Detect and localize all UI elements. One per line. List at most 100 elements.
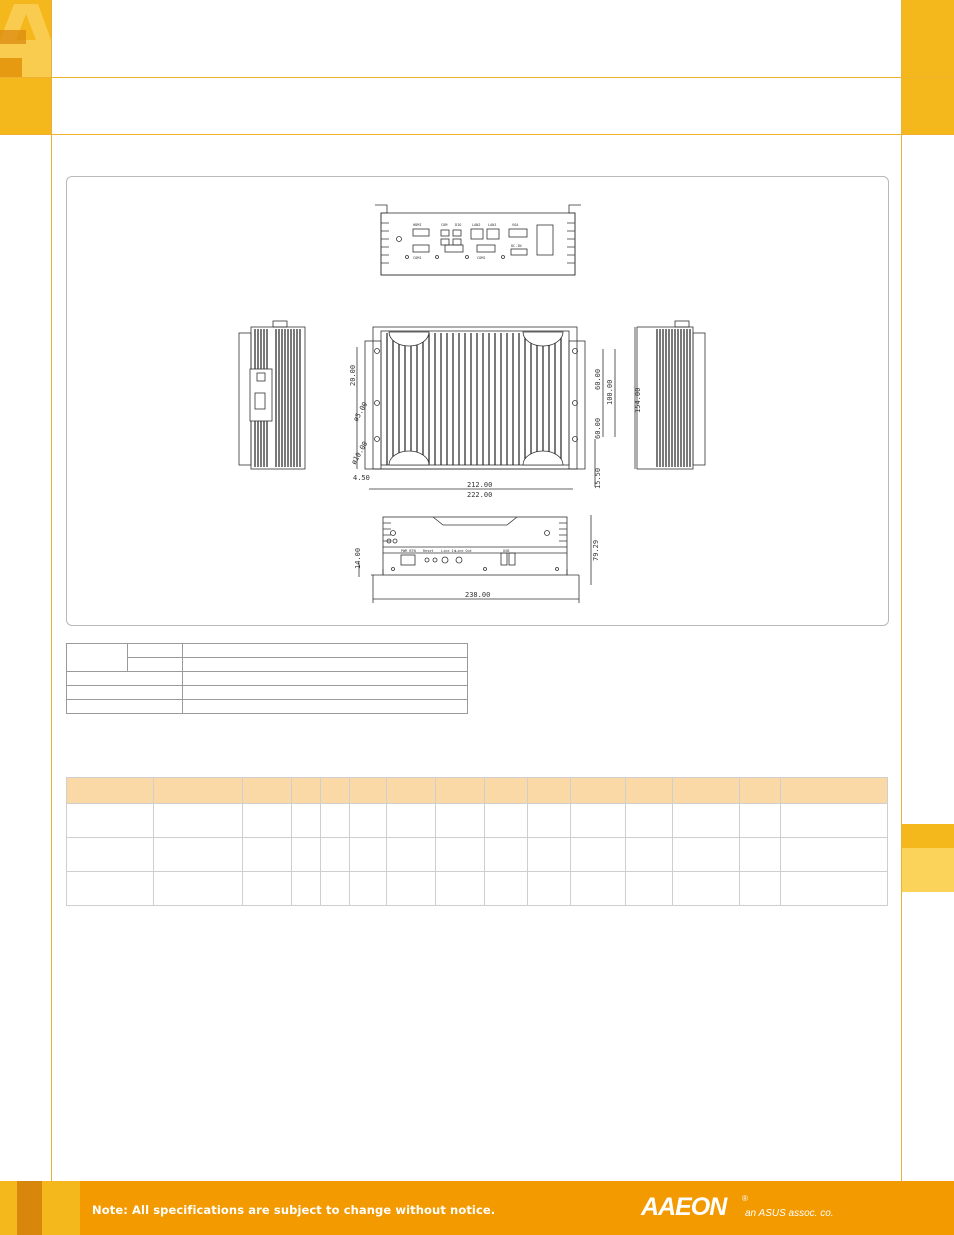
order-cell [242, 837, 292, 872]
port-label: HDMI [413, 223, 421, 227]
order-cell [153, 871, 243, 906]
top-view: 20.00 ø5.00 ø10.00 4.50 212.00 222.00 60… [349, 326, 642, 499]
spec-cell [127, 657, 183, 672]
order-cell [386, 803, 436, 838]
spec-cell [66, 699, 183, 714]
order-cell [153, 803, 243, 838]
dimension-label: 4.50 [353, 474, 370, 482]
spec-cell [66, 685, 183, 700]
port-label: DIO [455, 223, 461, 227]
port-label: COM2 [477, 256, 485, 260]
order-cell [672, 871, 740, 906]
dimension-label: 15.50 [594, 468, 602, 489]
order-cell [435, 871, 485, 906]
order-cell [349, 837, 387, 872]
registered-mark: ® [742, 1194, 748, 1203]
order-header-cell [435, 777, 485, 804]
order-cell [66, 871, 154, 906]
order-header-cell [320, 777, 350, 804]
dimension-label: 14.00 [354, 548, 362, 569]
order-cell [349, 871, 387, 906]
panel-label: Line In [441, 549, 456, 553]
order-cell [672, 803, 740, 838]
order-header-cell [739, 777, 781, 804]
right-side-view [634, 320, 706, 470]
order-header-cell [484, 777, 528, 804]
dimension-label: 154.00 [634, 388, 642, 413]
dimension-label: 238.00 [465, 591, 490, 599]
order-header-cell [349, 777, 387, 804]
header-divider-bottom [0, 134, 954, 135]
order-cell [625, 803, 673, 838]
order-cell [780, 803, 888, 838]
brand-logo: AAEON [641, 1193, 727, 1221]
right-margin-line [901, 0, 902, 1181]
order-header-cell [291, 777, 321, 804]
order-header-cell [66, 777, 154, 804]
order-cell [320, 837, 350, 872]
order-cell [527, 837, 571, 872]
order-cell [672, 837, 740, 872]
dimension-label: 100.00 [606, 380, 614, 405]
dimension-drawing: HDMI COM DIO LAN2 LAN1 VGA COM1 COM2 DC-… [238, 204, 706, 603]
order-cell [780, 871, 888, 906]
port-label: LAN1 [488, 223, 496, 227]
spec-cell [182, 643, 468, 658]
order-cell [625, 837, 673, 872]
order-cell [435, 837, 485, 872]
dimension-label: 212.00 [467, 481, 492, 489]
order-cell [625, 871, 673, 906]
table-row [66, 837, 888, 872]
side-tab-light [902, 848, 954, 892]
left-margin-line [51, 0, 52, 1181]
footer-bar [0, 1181, 954, 1235]
order-header-cell [672, 777, 740, 804]
order-cell [320, 803, 350, 838]
order-cell [570, 803, 626, 838]
table-row [66, 803, 888, 838]
port-label: COM1 [413, 256, 421, 260]
ordering-table [66, 777, 888, 906]
side-tab [902, 824, 954, 848]
spec-cell [66, 643, 128, 672]
footer-corner-dark [17, 1181, 42, 1235]
order-cell [570, 837, 626, 872]
bottom-view: PWR BTN Reset Line In Line Out USB 14.00… [354, 515, 600, 603]
order-cell [570, 871, 626, 906]
order-cell [386, 871, 436, 906]
order-cell [291, 871, 321, 906]
spec-cell [182, 671, 468, 686]
port-label: COM [441, 223, 447, 227]
order-header-cell [242, 777, 292, 804]
dimension-label: 60.00 [594, 418, 602, 439]
footer-corner-mid [42, 1181, 80, 1235]
dimension-label: 60.00 [594, 369, 602, 390]
dimension-drawing-panel: HDMI COM DIO LAN2 LAN1 VGA COM1 COM2 DC-… [66, 176, 889, 626]
left-side-view [238, 320, 306, 470]
right-accent-light [902, 78, 954, 134]
order-cell [739, 803, 781, 838]
dimension-label: 20.00 [349, 365, 357, 386]
order-header-cell [527, 777, 571, 804]
order-cell [242, 871, 292, 906]
order-header-cell [386, 777, 436, 804]
panel-label: USB [503, 549, 509, 553]
footer-corner-light [0, 1181, 17, 1235]
footer-note: Note: All specifications are subject to … [92, 1203, 496, 1217]
dimension-label: 222.00 [467, 491, 492, 499]
order-header-cell [570, 777, 626, 804]
order-cell [291, 803, 321, 838]
dimension-label: ø5.00 [352, 401, 369, 423]
order-cell [484, 871, 528, 906]
spec-cell [66, 671, 183, 686]
panel-label: PWR BTN [401, 549, 416, 553]
port-label: DC-IN [511, 244, 522, 248]
order-cell [66, 837, 154, 872]
panel-label: Line Out [455, 549, 472, 553]
order-cell [153, 837, 243, 872]
order-cell [780, 837, 888, 872]
order-header-cell [780, 777, 888, 804]
header-divider-top [0, 77, 954, 78]
panel-label: Reset [423, 549, 434, 553]
front-view: HDMI COM DIO LAN2 LAN1 VGA COM1 COM2 DC-… [375, 204, 581, 276]
